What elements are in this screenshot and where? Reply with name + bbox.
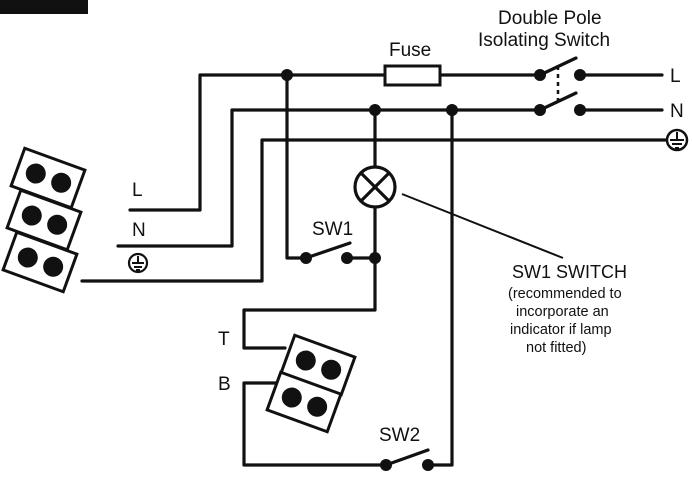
isolator-label-line1: Double Pole	[498, 8, 602, 29]
supply-live-label: L	[670, 66, 681, 87]
output-terminal-block	[265, 333, 357, 434]
live-wire	[128, 73, 542, 212]
sw1-switch	[300, 241, 381, 264]
sw2-label: SW2	[379, 425, 420, 446]
supply-terminal-block	[1, 146, 87, 294]
sw1-note-title: SW1 SWITCH	[512, 262, 627, 282]
terminal-b-label: B	[218, 374, 231, 395]
sw1-label: SW1	[312, 219, 353, 240]
sw1-note-line4: not fitted)	[526, 340, 586, 356]
terminal-neutral-label: N	[132, 220, 146, 241]
fuse-label: Fuse	[389, 40, 431, 61]
sw1-note-leader	[401, 193, 564, 259]
earth-icon	[127, 252, 149, 274]
sw1-note-line3: indicator if lamp	[510, 322, 612, 338]
lamp-icon	[353, 165, 397, 209]
isolating-switch	[534, 56, 586, 116]
corner-tab	[0, 0, 88, 14]
sw2-switch	[380, 448, 434, 471]
sw2-neutral-wire	[426, 108, 454, 467]
sw1-feed-wire	[285, 73, 308, 260]
sw1-note-line2: incorporate an	[516, 304, 609, 320]
fuse	[383, 64, 442, 87]
terminal-t-label: T	[218, 329, 230, 350]
lamp-switched-wire	[242, 205, 377, 350]
neutral-wire	[116, 108, 542, 248]
sw1-note-line1: (recommended to	[508, 286, 622, 302]
sw2-return-wire	[242, 381, 388, 467]
earth-icon	[665, 128, 689, 152]
supply-neutral-label: N	[670, 101, 684, 122]
isolator-label-line2: Isolating Switch	[478, 30, 610, 51]
terminal-live-label: L	[132, 180, 143, 201]
earth-wire	[80, 138, 667, 283]
